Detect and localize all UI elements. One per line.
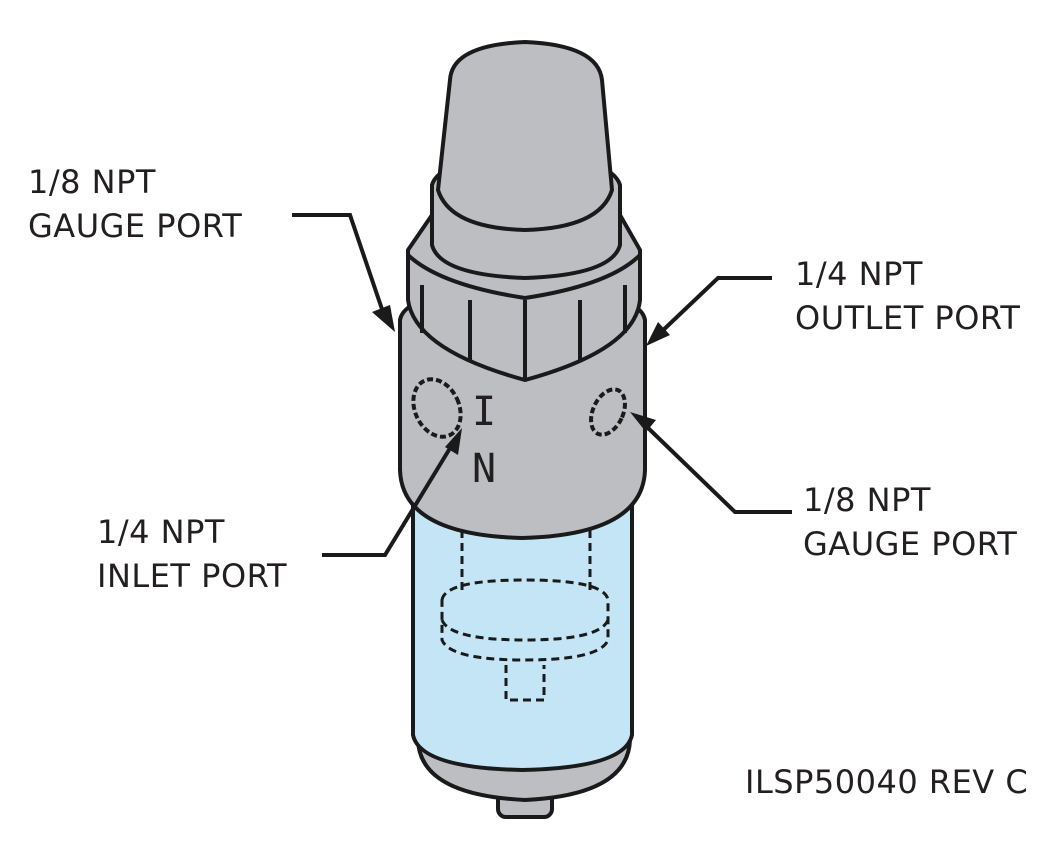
bowl bbox=[411, 493, 634, 772]
label-size: 1/4 NPT bbox=[795, 255, 923, 293]
leader-lines bbox=[292, 213, 792, 557]
label-inlet-port: 1/4 NPT INLET PORT bbox=[97, 510, 287, 598]
label-gauge-port-left: 1/8 NPT GAUGE PORT bbox=[28, 160, 242, 248]
label-gauge-port-right: 1/8 NPT GAUGE PORT bbox=[803, 478, 1017, 566]
label-name: GAUGE PORT bbox=[803, 525, 1018, 563]
gauge-port-hole bbox=[589, 387, 627, 437]
arrowheads bbox=[372, 305, 670, 455]
label-name: GAUGE PORT bbox=[28, 207, 243, 245]
label-size: 1/4 NPT bbox=[97, 513, 225, 551]
label-name: INLET PORT bbox=[97, 557, 288, 595]
label-size: 1/8 NPT bbox=[803, 481, 931, 519]
inlet-port-hole bbox=[411, 377, 463, 439]
internal-element bbox=[440, 530, 610, 702]
body-marking-n: N bbox=[472, 446, 496, 492]
drawing-number: ILSP50040 REV C bbox=[745, 763, 1029, 801]
label-outlet-port: 1/4 NPT OUTLET PORT bbox=[795, 252, 1020, 340]
label-name: OUTLET PORT bbox=[795, 299, 1021, 337]
label-size: 1/8 NPT bbox=[28, 163, 156, 201]
adjustment-knob bbox=[436, 40, 614, 232]
body-marking-i: I bbox=[472, 389, 496, 435]
